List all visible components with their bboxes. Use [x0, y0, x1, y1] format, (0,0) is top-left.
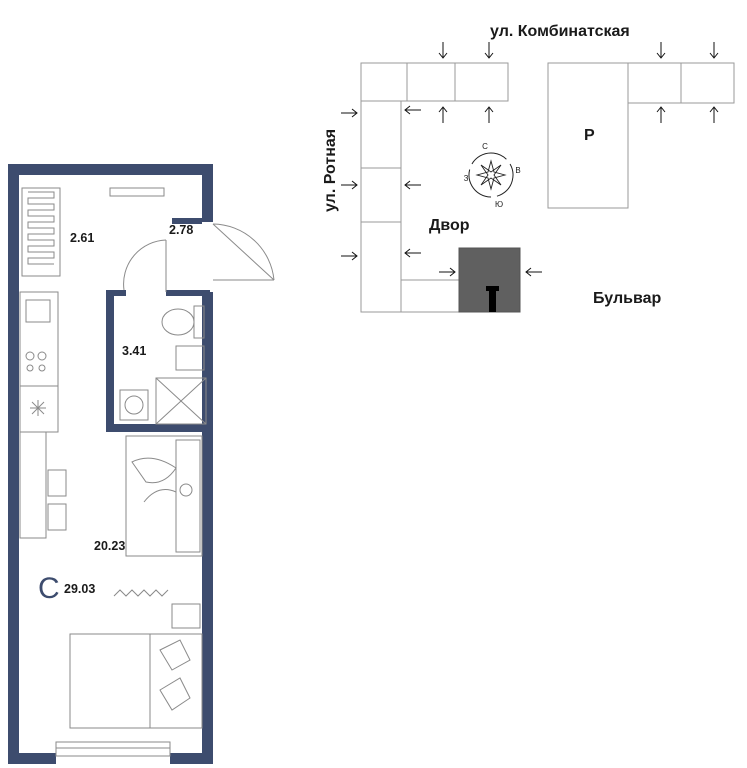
entrance-marker [489, 286, 496, 312]
building-right [547, 62, 735, 209]
sofa [125, 435, 203, 557]
entrance-door [212, 223, 275, 281]
building-left [360, 62, 509, 313]
courtyard-label: Двор [429, 217, 470, 234]
entrance-wall-stub [172, 218, 202, 224]
outer-walls [8, 164, 213, 764]
boulevard-label: Бульвар [593, 290, 662, 307]
entry-arrows [341, 42, 719, 277]
room-area-living: 20.23 [94, 539, 125, 553]
compass-north: С [482, 142, 488, 151]
compass-west: З [464, 174, 469, 183]
compass-east: В [515, 166, 520, 175]
window-bottom [55, 741, 171, 757]
apartment-total-area: 29.03 [64, 582, 95, 596]
kitchen [19, 291, 59, 433]
room-area-bathroom: 3.41 [122, 344, 146, 358]
street-top-label: ул. Комбинатская [490, 23, 630, 40]
apartment-type-letter: С [38, 572, 60, 605]
bathroom-fixtures [119, 305, 207, 425]
room-area-corridor: 2.78 [169, 223, 193, 237]
compass-south: Ю [495, 200, 503, 209]
bathroom-walls [106, 290, 210, 432]
compass-rose: С В Ю З [464, 142, 521, 209]
bed [69, 603, 203, 729]
parking-label: Р [584, 127, 595, 144]
curtain [113, 589, 169, 597]
site-plan: С В Ю З ул. Комбинатская ул. Ротная Двор… [322, 23, 735, 313]
apartment-plan: 2.61 2.78 3.41 20.23 С 29.03 [8, 164, 275, 764]
room-area-hall: 2.61 [70, 231, 94, 245]
radiator [21, 187, 61, 277]
street-left-label: ул. Ротная [322, 129, 339, 212]
bathroom-door [123, 239, 167, 292]
dining-set [19, 431, 67, 539]
shelf [109, 187, 165, 197]
